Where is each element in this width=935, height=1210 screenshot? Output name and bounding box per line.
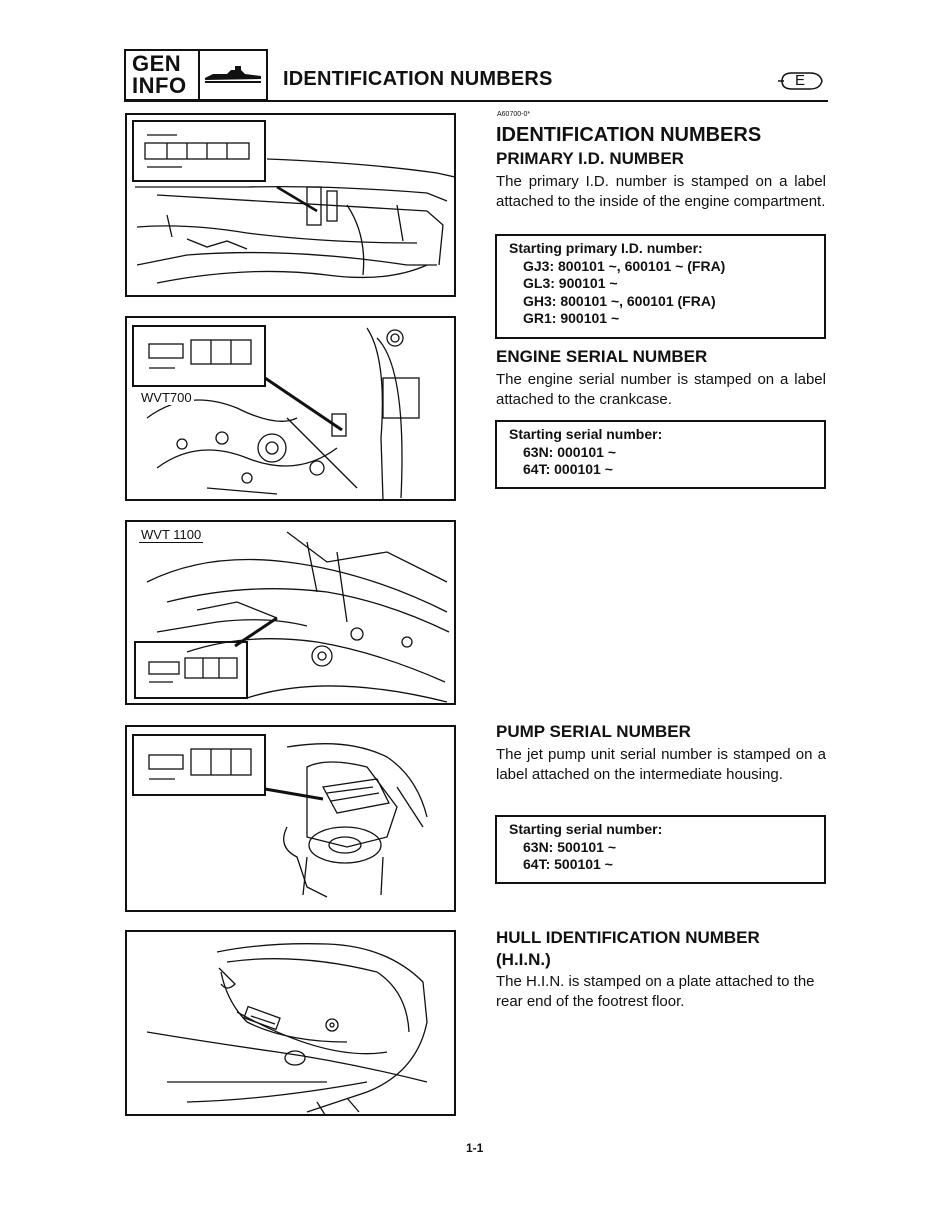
header-rule <box>124 100 828 102</box>
primary-id-line: GH3: 800101 ~, 600101 (FRA) <box>523 292 716 309</box>
pump-serial-line: 63N: 500101 ~ <box>523 838 617 855</box>
section-badge-text: GEN INFO <box>126 51 200 99</box>
primary-id-line: GR1: 900101 ~ <box>523 310 620 326</box>
primary-id-text: The primary I.D. number is stamped on a … <box>496 173 826 210</box>
engine-wvt700-illustration <box>132 325 420 499</box>
primary-id-box-heading: Starting primary I.D. number: <box>509 240 703 256</box>
hull-id-title-line2: (H.I.N.) <box>496 950 551 969</box>
engine-serial-line: 64T: 000101 ~ <box>523 461 613 477</box>
page-number: 1-1 <box>466 1141 484 1155</box>
engine-compartment-illustration <box>132 120 454 284</box>
figure-engine-wvt700: WVT700 <box>125 316 456 501</box>
pump-serial-line: 64T: 500101 ~ <box>523 856 613 872</box>
hull-footrest-illustration <box>146 943 428 1114</box>
reference-code: A60700-0* <box>497 111 531 118</box>
engine-serial-text: The engine serial number is stamped on a… <box>496 371 826 408</box>
language-badge: E <box>778 71 824 91</box>
figure-primary-id <box>125 113 456 297</box>
figure-label-wvt700: WVT700 <box>139 390 194 405</box>
header-title: IDENTIFICATION NUMBERS <box>283 68 553 90</box>
section-badge: GEN INFO <box>124 49 268 101</box>
engine-serial-title: ENGINE SERIAL NUMBER <box>496 347 708 366</box>
primary-id-line: GL3: 900101 ~ <box>523 275 618 291</box>
hull-id-text: The H.I.N. is stamped on a plate attache… <box>496 973 815 1010</box>
figure-hull <box>125 930 456 1116</box>
pump-serial-title: PUMP SERIAL NUMBER <box>496 722 691 741</box>
engine-serial-box-heading: Starting serial number: <box>509 426 663 442</box>
engine-wvt1100-illustration <box>134 531 450 703</box>
hull-id-title-line1: HULL IDENTIFICATION NUMBER <box>496 928 760 947</box>
pump-serial-box-heading: Starting serial number: <box>509 821 663 837</box>
main-title: IDENTIFICATION NUMBERS <box>496 124 762 146</box>
primary-id-line: GJ3: 800101 ~, 600101 ~ (FRA) <box>523 257 726 274</box>
section-line2: INFO <box>132 73 187 98</box>
section-line1: GEN <box>132 51 182 76</box>
engine-serial-line: 63N: 000101 ~ <box>523 443 617 460</box>
figure-label-wvt1100: WVT 1100 <box>139 527 204 543</box>
jet-pump-illustration <box>132 734 428 898</box>
figure-engine-wvt1100: WVT 1100 <box>125 520 456 705</box>
figure-pump <box>125 725 456 912</box>
pump-serial-box: Starting serial number: 63N: 500101 ~ 64… <box>495 815 826 884</box>
watercraft-icon <box>200 51 266 99</box>
language-label: E <box>795 72 806 89</box>
pump-serial-text: The jet pump unit serial number is stamp… <box>496 746 826 783</box>
primary-id-box: Starting primary I.D. number: GJ3: 80010… <box>495 234 826 339</box>
primary-id-title: PRIMARY I.D. NUMBER <box>496 149 684 168</box>
engine-serial-box: Starting serial number: 63N: 000101 ~ 64… <box>495 420 826 489</box>
